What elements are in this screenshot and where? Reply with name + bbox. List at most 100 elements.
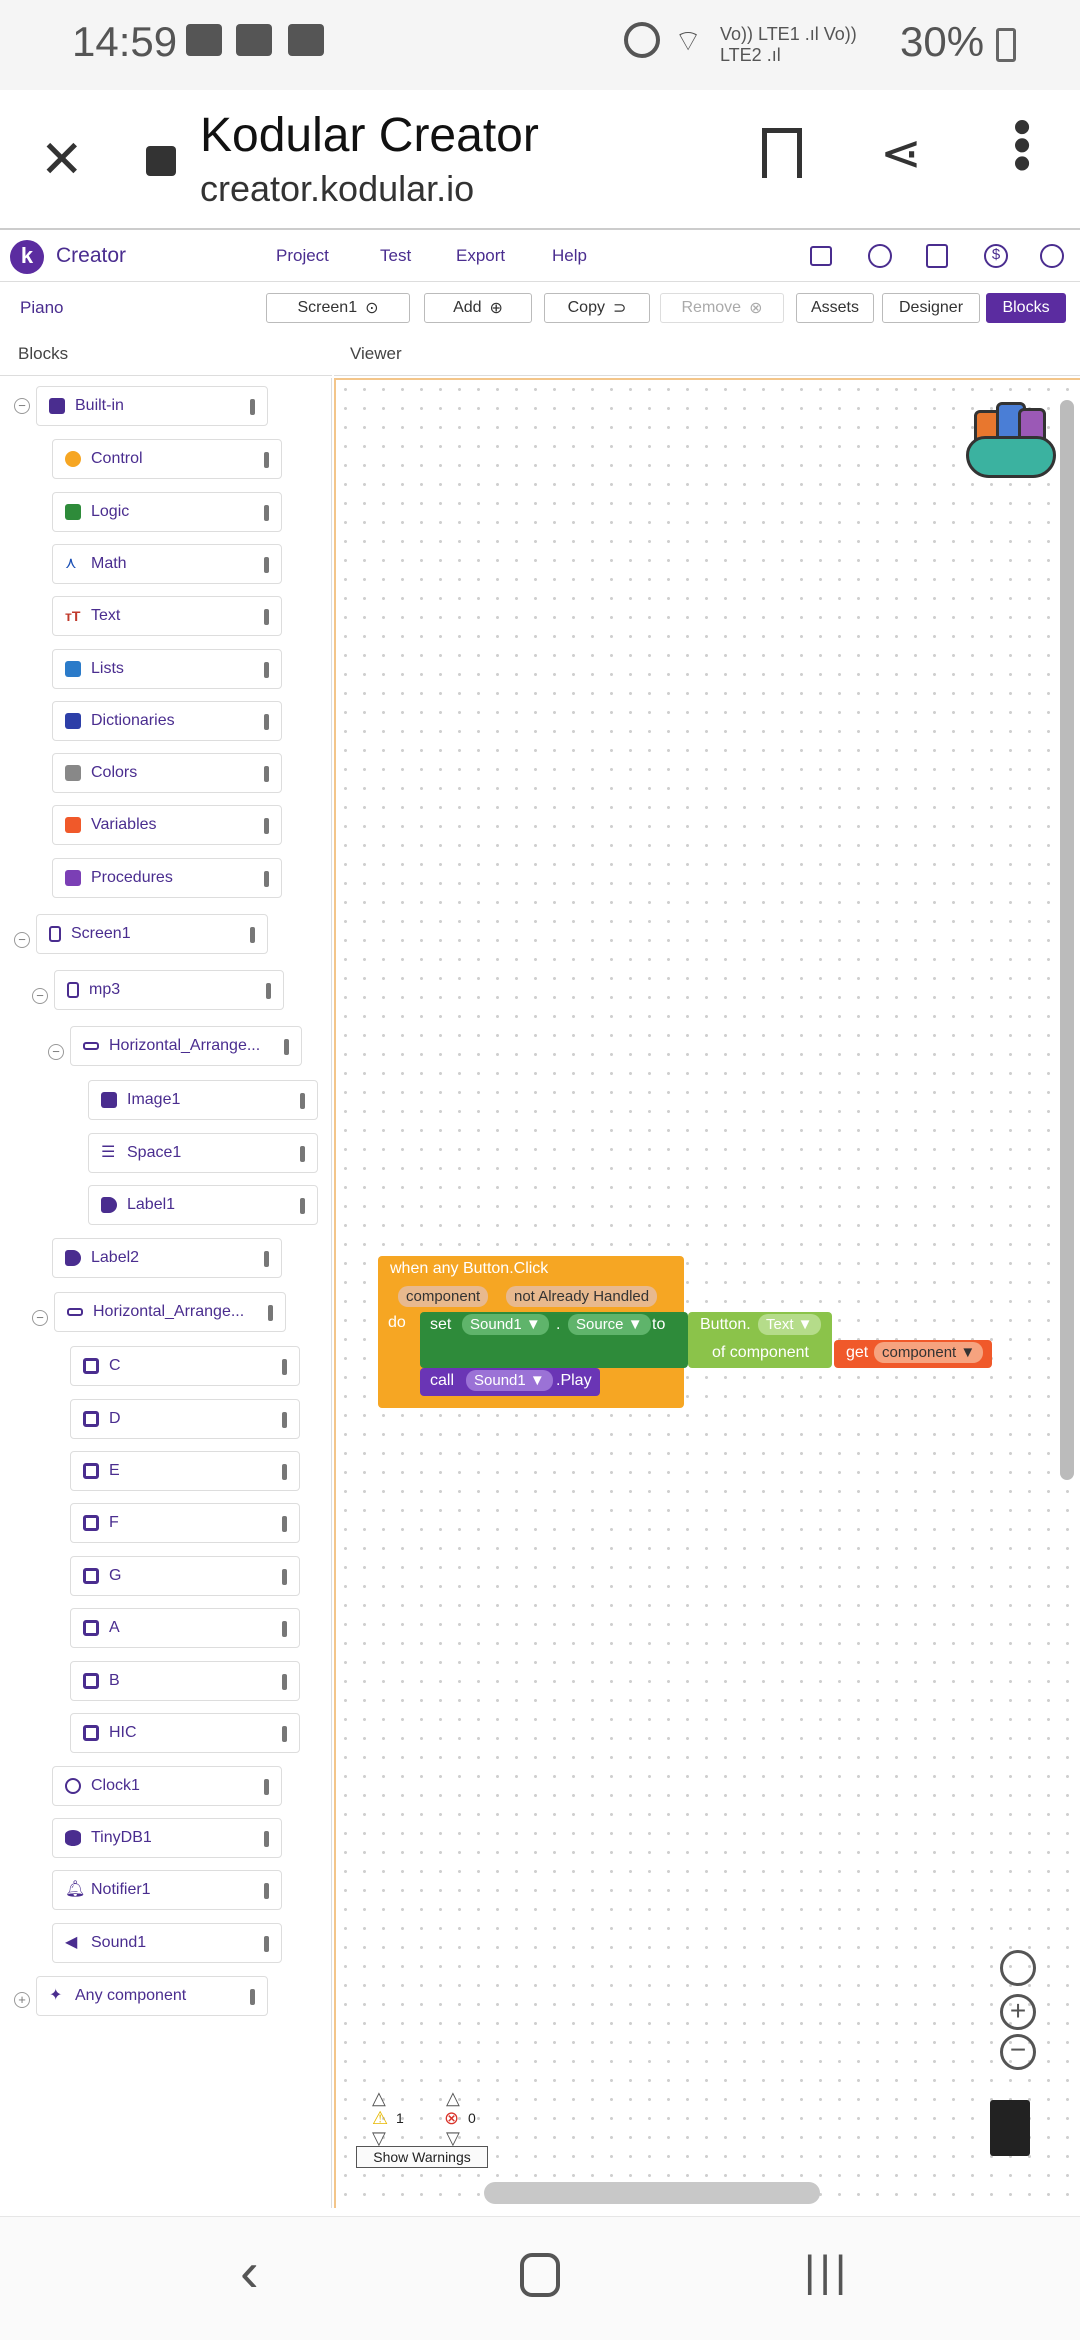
drag-handle[interactable] xyxy=(282,1464,287,1480)
tree-logic[interactable]: Logic xyxy=(52,492,282,532)
collapse-horiz1-icon[interactable]: − xyxy=(48,1044,64,1060)
param-not-already-handled[interactable]: not Already Handled xyxy=(506,1286,658,1307)
tree-space1[interactable]: ☰Space1 xyxy=(88,1133,318,1173)
tree-button-e[interactable]: E xyxy=(70,1451,300,1491)
tree-builtin[interactable]: Built-in xyxy=(36,386,268,426)
tree-procedures[interactable]: Procedures xyxy=(52,858,282,898)
drag-handle[interactable] xyxy=(264,1779,269,1795)
close-icon[interactable]: ✕ xyxy=(40,131,84,189)
designer-button[interactable]: Designer xyxy=(882,293,980,323)
error-down-arrow-icon[interactable]: ▽ xyxy=(446,2128,460,2148)
docs-icon[interactable] xyxy=(926,244,948,268)
drag-handle[interactable] xyxy=(264,818,269,834)
drag-handle[interactable] xyxy=(300,1093,305,1109)
tree-dictionaries[interactable]: Dictionaries xyxy=(52,701,282,741)
vertical-scrollbar[interactable] xyxy=(1060,400,1074,1480)
drag-handle[interactable] xyxy=(300,1146,305,1162)
set-component-dropdown[interactable]: Sound1 ▼ xyxy=(462,1314,549,1335)
add-button[interactable]: Add⊕ xyxy=(424,293,532,323)
drag-handle[interactable] xyxy=(250,927,255,943)
drag-handle[interactable] xyxy=(250,399,255,415)
collapse-horiz2-icon[interactable]: − xyxy=(32,1310,48,1326)
app-name[interactable]: Creator xyxy=(56,244,127,267)
drag-handle[interactable] xyxy=(266,983,271,999)
drag-handle[interactable] xyxy=(282,1412,287,1428)
tree-button-c[interactable]: C xyxy=(70,1346,300,1386)
set-property-dropdown[interactable]: Source ▼ xyxy=(568,1314,651,1335)
tree-tinydb1[interactable]: TinyDB1 xyxy=(52,1818,282,1858)
home-icon[interactable] xyxy=(520,2253,560,2297)
drag-handle[interactable] xyxy=(264,1936,269,1952)
drag-handle[interactable] xyxy=(282,1516,287,1532)
tree-button-hic[interactable]: HIC xyxy=(70,1713,300,1753)
call-sound-play-block[interactable]: call Sound1 ▼ .Play xyxy=(420,1368,600,1396)
drag-handle[interactable] xyxy=(264,766,269,782)
dollar-icon[interactable]: $ xyxy=(984,244,1008,268)
collapse-screen-icon[interactable]: − xyxy=(14,932,30,948)
warning-up-arrow-icon[interactable]: △ xyxy=(372,2088,386,2108)
drag-handle[interactable] xyxy=(264,714,269,730)
collapse-mp3-icon[interactable]: − xyxy=(32,988,48,1004)
error-up-arrow-icon[interactable]: △ xyxy=(446,2088,460,2108)
tree-lists[interactable]: Lists xyxy=(52,649,282,689)
tree-button-f[interactable]: F xyxy=(70,1503,300,1543)
drag-handle[interactable] xyxy=(282,1621,287,1637)
collapse-builtin-icon[interactable]: − xyxy=(14,398,30,414)
palette-icon[interactable] xyxy=(868,244,892,268)
tree-clock1[interactable]: Clock1 xyxy=(52,1766,282,1806)
tree-mp3[interactable]: mp3 xyxy=(54,970,284,1010)
warning-down-arrow-icon[interactable]: ▽ xyxy=(372,2128,386,2148)
drag-handle[interactable] xyxy=(282,1359,287,1375)
drag-handle[interactable] xyxy=(282,1726,287,1742)
menu-help[interactable]: Help xyxy=(552,246,587,265)
tree-variables[interactable]: Variables xyxy=(52,805,282,845)
get-variable-dropdown[interactable]: component ▼ xyxy=(874,1342,984,1363)
tree-math[interactable]: ⋏Math xyxy=(52,544,282,584)
more-options-icon[interactable]: ••• xyxy=(993,118,1051,173)
menu-project[interactable]: Project xyxy=(276,246,329,265)
tree-label2[interactable]: Label2 xyxy=(52,1238,282,1278)
page-url[interactable]: creator.kodular.io xyxy=(200,168,475,209)
expand-any-component-icon[interactable]: + xyxy=(14,1992,30,2008)
tree-button-b[interactable]: B xyxy=(70,1661,300,1701)
drag-handle[interactable] xyxy=(264,452,269,468)
tree-screen1[interactable]: Screen1 xyxy=(36,914,268,954)
trash-icon[interactable] xyxy=(990,2100,1030,2156)
folder-icon[interactable] xyxy=(810,246,832,266)
drag-handle[interactable] xyxy=(264,1831,269,1847)
drag-handle[interactable] xyxy=(264,871,269,887)
menu-export[interactable]: Export xyxy=(456,246,506,265)
share-icon[interactable]: ⋖ xyxy=(880,125,922,181)
get-component-block[interactable]: get component ▼ xyxy=(834,1340,992,1368)
tree-notifier1[interactable]: 🔔︎Notifier1 xyxy=(52,1870,282,1910)
tree-control[interactable]: Control xyxy=(52,439,282,479)
button-text-getter-block[interactable]: Button. Text ▼ of component xyxy=(688,1312,832,1368)
drag-handle[interactable] xyxy=(284,1039,289,1055)
horizontal-scrollbar[interactable] xyxy=(484,2182,820,2204)
drag-handle[interactable] xyxy=(282,1674,287,1690)
blocks-workspace[interactable] xyxy=(334,378,1080,2208)
screen-select[interactable]: Screen1⊙ xyxy=(266,293,410,323)
kodular-logo[interactable]: k xyxy=(10,240,44,274)
assets-button[interactable]: Assets xyxy=(796,293,874,323)
text-property-dropdown[interactable]: Text ▼ xyxy=(758,1314,821,1335)
recenter-icon[interactable] xyxy=(1000,1950,1036,1986)
drag-handle[interactable] xyxy=(264,1251,269,1267)
tree-button-d[interactable]: D xyxy=(70,1399,300,1439)
tree-button-g[interactable]: G xyxy=(70,1556,300,1596)
tree-horizontal-arrangement-1[interactable]: Horizontal_Arrange... xyxy=(70,1026,302,1066)
zoom-out-icon[interactable]: − xyxy=(1000,2034,1036,2070)
tree-sound1[interactable]: ◀︎Sound1 xyxy=(52,1923,282,1963)
bookmark-icon[interactable] xyxy=(762,128,802,178)
show-warnings-button[interactable]: Show Warnings xyxy=(356,2146,488,2168)
drag-handle[interactable] xyxy=(264,662,269,678)
drag-handle[interactable] xyxy=(264,1883,269,1899)
blocks-button[interactable]: Blocks xyxy=(986,293,1066,323)
set-sound-source-block[interactable]: set Sound1 ▼ . Source ▼ to xyxy=(420,1312,688,1368)
call-component-dropdown[interactable]: Sound1 ▼ xyxy=(466,1370,553,1391)
drag-handle[interactable] xyxy=(282,1569,287,1585)
tree-image1[interactable]: Image1 xyxy=(88,1080,318,1120)
back-icon[interactable]: ‹ xyxy=(240,2240,259,2303)
backpack-icon[interactable] xyxy=(966,396,1062,482)
